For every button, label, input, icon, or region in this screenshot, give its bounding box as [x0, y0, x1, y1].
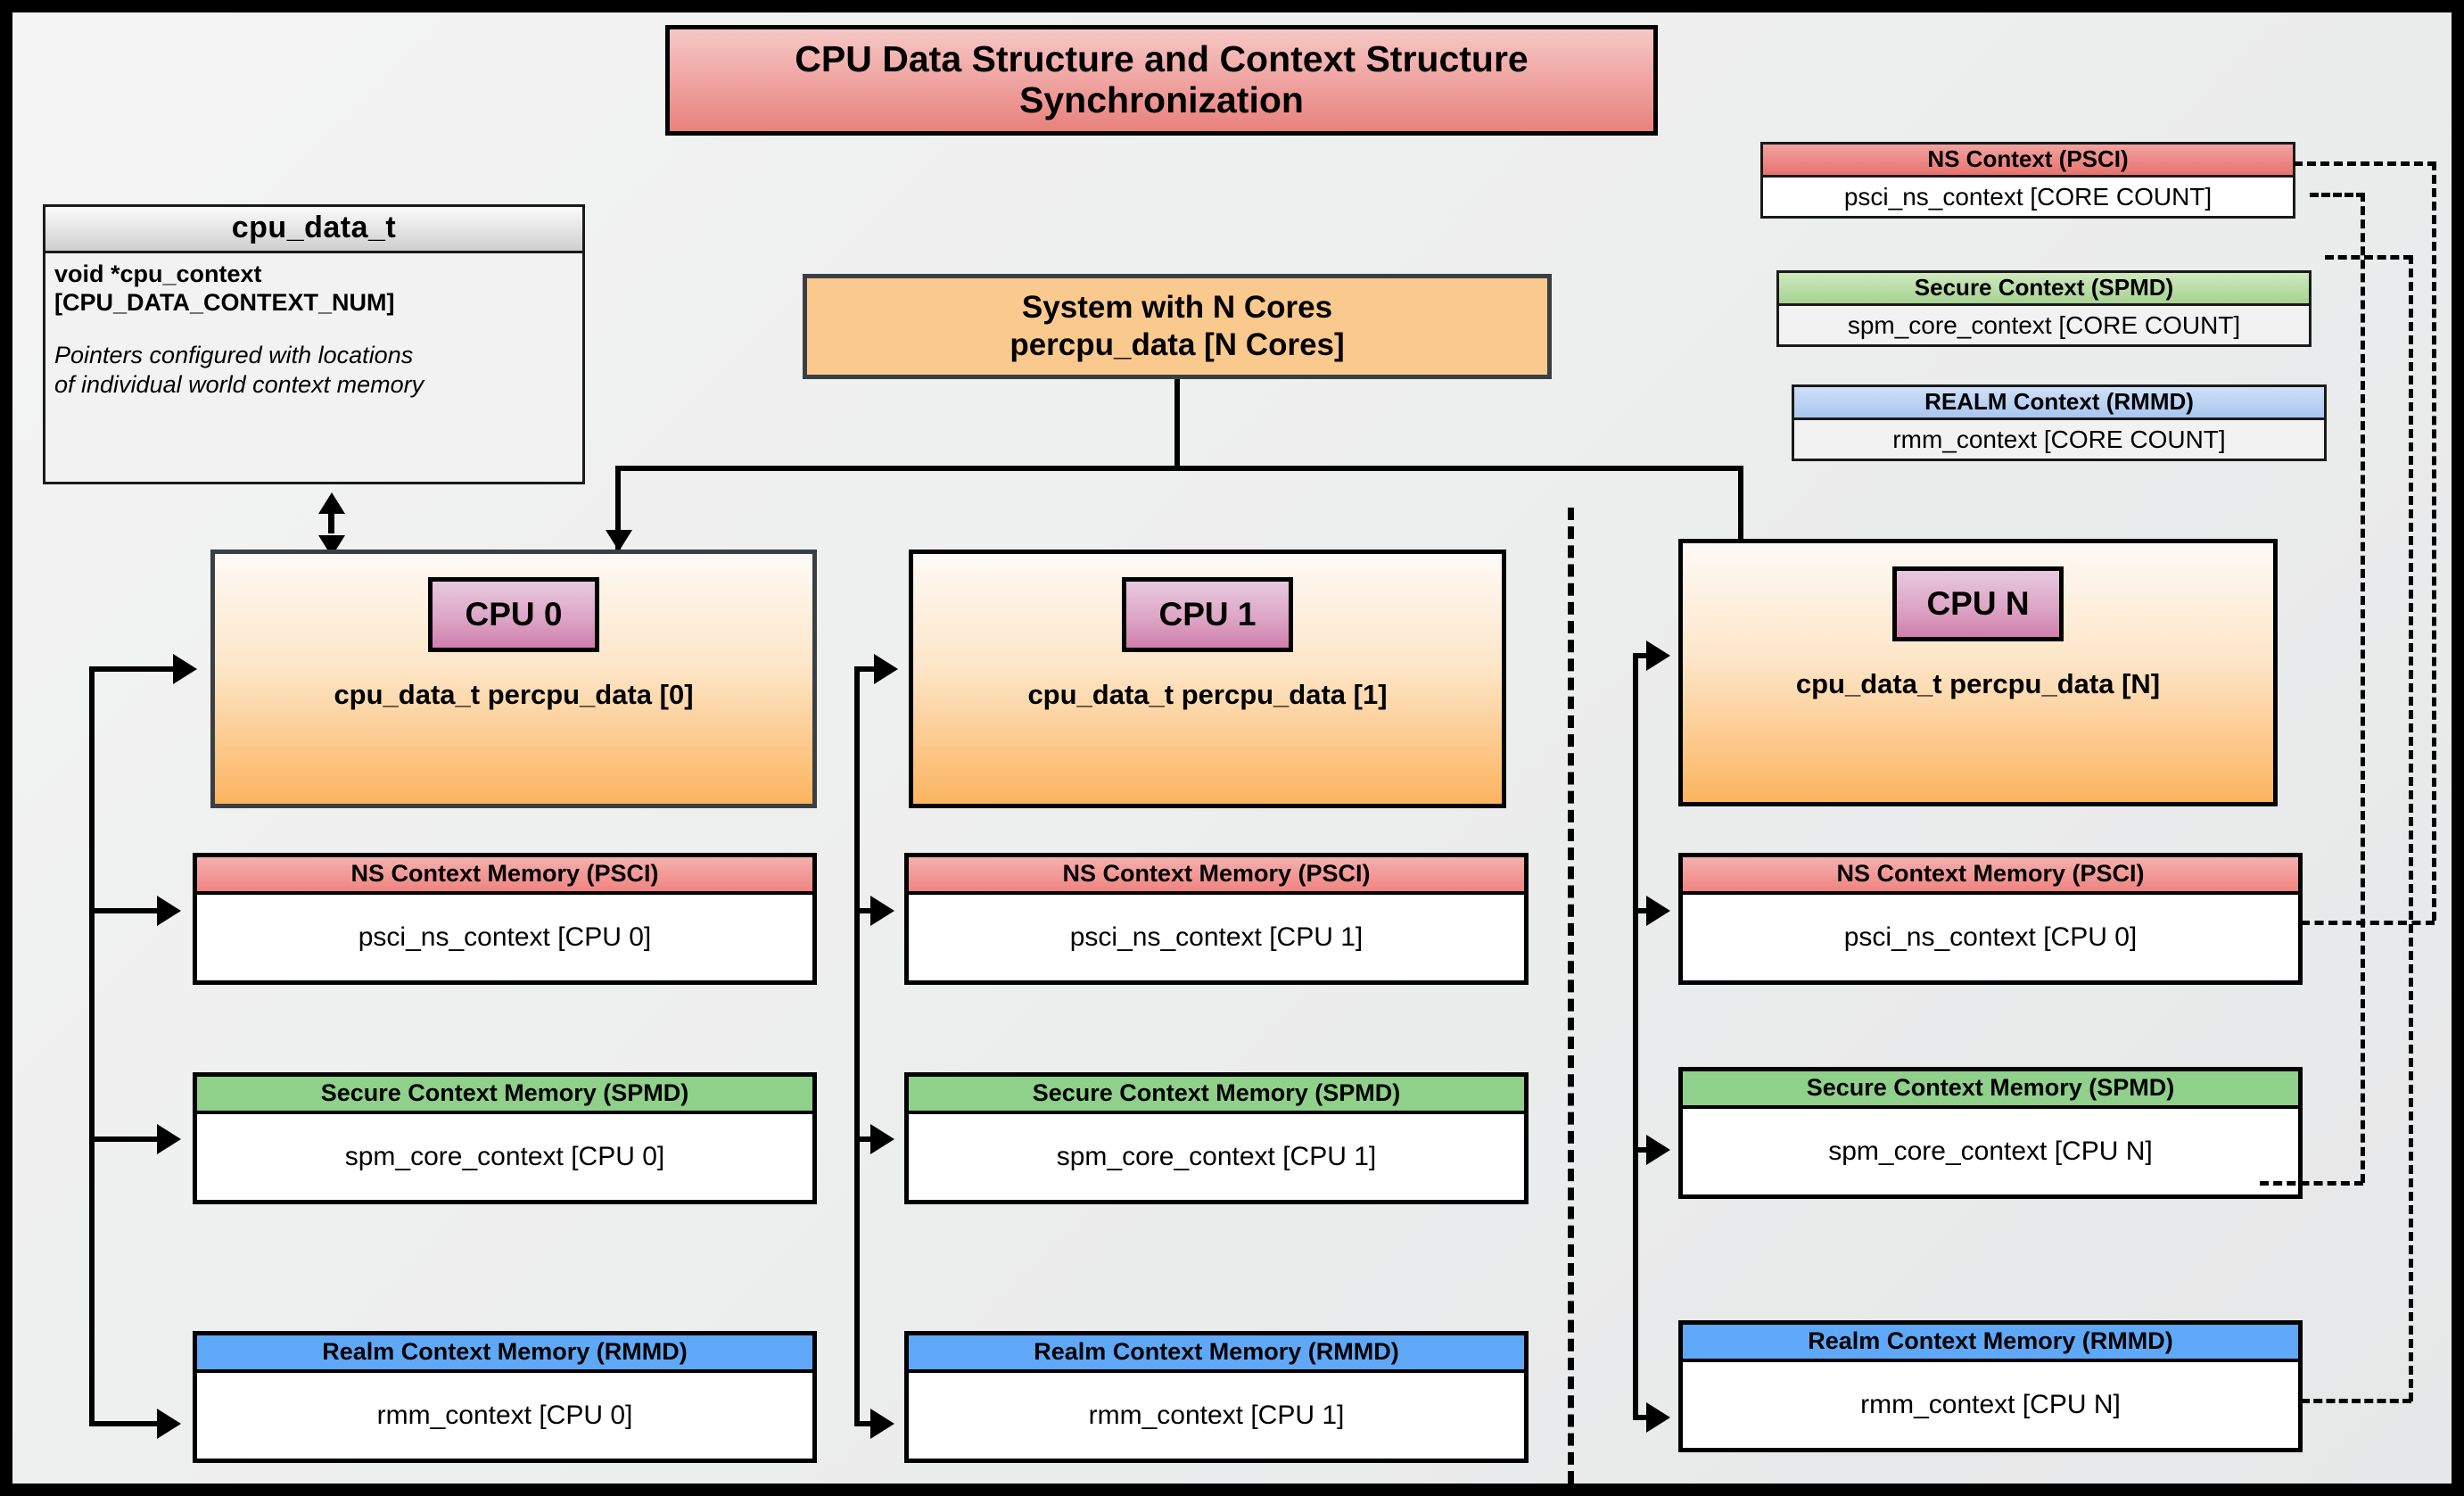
diagram-background: CPU Data Structure and Context Structure… [12, 12, 2452, 1484]
system-box: System with N Cores percpu_data [N Cores… [803, 274, 1552, 379]
cpu1-context-secure-header: Secure Context Memory (SPMD) [909, 1077, 1524, 1114]
cpu1-context-secure: Secure Context Memory (SPMD) spm_core_co… [904, 1072, 1529, 1204]
system-line-1: System with N Cores [1021, 290, 1333, 325]
cpun-context-realm-header: Realm Context Memory (RMMD) [1683, 1325, 2298, 1362]
global-context-secure: Secure Context (SPMD) spm_core_context [… [1776, 270, 2312, 347]
cpun-context-ns-header: NS Context Memory (PSCI) [1683, 857, 2298, 895]
system-trunk-horizontal [615, 466, 1743, 471]
diagram-title: CPU Data Structure and Context Structure… [665, 25, 1658, 136]
cpun-arrow-card [1646, 641, 1670, 671]
cpu-card-1: CPU 1 cpu_data_t percpu_data [1] [909, 550, 1506, 808]
cpu0-arrow-secure [157, 1124, 181, 1154]
cpu0-arrow-card [173, 654, 197, 684]
cpu0-bracket-arm-ns [89, 908, 169, 913]
cpu-card-label-n: cpu_data_t percpu_data [N] [1795, 668, 2161, 699]
cpun-context-secure: Secure Context Memory (SPMD) spm_core_co… [1678, 1067, 2303, 1199]
cpu0-arrow-ns [157, 896, 181, 926]
global-context-realm-body: rmm_context [CORE COUNT] [1892, 425, 2226, 453]
global-context-realm: REALM Context (RMMD) rmm_context [CORE C… [1792, 384, 2327, 461]
cpu-chip-n: CPU N [1892, 566, 2064, 641]
cpu-data-t-body: void *cpu_context [CPU_DATA_CONTEXT_NUM]… [45, 253, 582, 405]
cpu0-context-ns-header: NS Context Memory (PSCI) [197, 857, 812, 895]
cpu0-context-realm-header: Realm Context Memory (RMMD) [197, 1335, 812, 1373]
link-secure-right [2361, 193, 2365, 1183]
cpun-context-secure-body: spm_core_context [CPU N] [1828, 1136, 2153, 1166]
cpun-context-realm: Realm Context Memory (RMMD) rmm_context … [1678, 1320, 2303, 1452]
cpu1-arrow-ns [870, 896, 894, 926]
cpu0-bracket-spine [89, 666, 95, 1426]
cpu1-context-realm-header: Realm Context Memory (RMMD) [909, 1335, 1524, 1373]
cpu1-bracket-arm-ns [854, 908, 885, 913]
cpu1-bracket-arm-realm [854, 1421, 885, 1426]
cpu-data-t-header: cpu_data_t [45, 207, 582, 253]
cpu1-bracket-arm-card [854, 666, 888, 672]
cpu-card-label-1: cpu_data_t percpu_data [1] [1027, 679, 1388, 710]
cpun-arrow-ns [1646, 896, 1670, 926]
cpu1-context-realm: Realm Context Memory (RMMD) rmm_context … [904, 1331, 1529, 1463]
cpu-data-t-field-line1: void *cpu_context [54, 260, 262, 287]
cpu1-context-secure-body: spm_core_context [CPU 1] [1056, 1142, 1377, 1171]
cpu0-context-realm-body: rmm_context [CPU 0] [376, 1401, 633, 1430]
sync-arrow-stem [328, 514, 334, 533]
cpu1-arrow-secure [870, 1124, 894, 1154]
cpu1-context-ns-header: NS Context Memory (PSCI) [909, 857, 1524, 895]
system-trunk-vertical [1174, 379, 1180, 470]
link-realm-right [2409, 255, 2413, 1401]
cpu0-arrow-realm [157, 1409, 181, 1439]
cpu1-arrow-card [874, 654, 898, 684]
global-context-secure-body: spm_core_context [CORE COUNT] [1847, 310, 2241, 339]
system-branch-right [1738, 466, 1743, 551]
cpu1-bracket-spine [854, 666, 860, 1426]
cpun-context-ns: NS Context Memory (PSCI) psci_ns_context… [1678, 853, 2303, 985]
cpu-card-n: CPU N cpu_data_t percpu_data [N] [1678, 539, 2278, 806]
link-realm-top [2325, 255, 2412, 260]
link-ns-right [2432, 161, 2436, 921]
global-context-ns: NS Context (PSCI) psci_ns_context [CORE … [1760, 142, 2295, 219]
cpu0-context-realm: Realm Context Memory (RMMD) rmm_context … [193, 1331, 817, 1463]
cpu-chip-0: CPU 0 [428, 577, 599, 652]
system-branch-left-arrow [606, 530, 632, 551]
cpu1-context-realm-body: rmm_context [CPU 1] [1088, 1401, 1345, 1430]
cpun-arrow-secure [1646, 1135, 1670, 1165]
cpun-bracket-spine [1633, 653, 1638, 1420]
cpu-data-t-note-line2: of individual world context memory [54, 370, 424, 398]
cpu1-arrow-realm [870, 1409, 894, 1439]
link-ns-bottom [2301, 921, 2435, 925]
link-secure-bottom [2260, 1181, 2363, 1186]
system-branch-left [615, 466, 621, 551]
global-context-realm-header: REALM Context (RMMD) [1794, 387, 2324, 420]
global-context-ns-body: psci_ns_context [CORE COUNT] [1763, 178, 2293, 216]
link-realm-bottom [2301, 1399, 2411, 1403]
diagram-title-text: CPU Data Structure and Context Structure… [795, 38, 1529, 120]
sync-arrow-up-head [318, 492, 345, 514]
cpu-chip-1: CPU 1 [1122, 577, 1293, 652]
cpu0-context-ns: NS Context Memory (PSCI) psci_ns_context… [193, 853, 817, 985]
link-secure-top [2310, 193, 2365, 197]
cpun-context-realm-body: rmm_context [CPU N] [1860, 1390, 2121, 1419]
cpu0-context-ns-body: psci_ns_context [CPU 0] [358, 922, 652, 952]
cpun-context-ns-body: psci_ns_context [CPU 0] [1843, 922, 2138, 952]
cpu-data-t-box: cpu_data_t void *cpu_context [CPU_DATA_C… [43, 204, 585, 484]
cpu0-context-secure-header: Secure Context Memory (SPMD) [197, 1077, 812, 1114]
cpu-card-label-0: cpu_data_t percpu_data [0] [334, 679, 694, 710]
cpu0-bracket-arm-realm [89, 1421, 169, 1426]
cpun-arrow-realm [1646, 1402, 1670, 1433]
cpu1-bracket-arm-secure [854, 1136, 885, 1142]
column-separator-dashed [1568, 508, 1574, 1484]
system-line-2: percpu_data [N Cores] [1009, 327, 1345, 362]
global-context-secure-header: Secure Context (SPMD) [1779, 273, 2309, 306]
cpu-data-t-field-line2: [CPU_DATA_CONTEXT_NUM] [54, 288, 395, 316]
cpu-data-t-note-line1: Pointers configured with locations [54, 341, 414, 368]
cpu0-bracket-arm-secure [89, 1136, 169, 1142]
cpu0-bracket-arm-card [89, 666, 187, 672]
cpu0-context-secure: Secure Context Memory (SPMD) spm_core_co… [193, 1072, 817, 1204]
cpu1-context-ns: NS Context Memory (PSCI) psci_ns_context… [904, 853, 1529, 985]
cpu-card-0: CPU 0 cpu_data_t percpu_data [0] [210, 550, 817, 808]
link-ns-top [2294, 161, 2436, 166]
cpun-context-secure-header: Secure Context Memory (SPMD) [1683, 1071, 2298, 1109]
cpu0-context-secure-body: spm_core_context [CPU 0] [344, 1142, 665, 1171]
global-context-ns-header: NS Context (PSCI) [1763, 145, 2293, 178]
cpu1-context-ns-body: psci_ns_context [CPU 1] [1069, 922, 1364, 952]
